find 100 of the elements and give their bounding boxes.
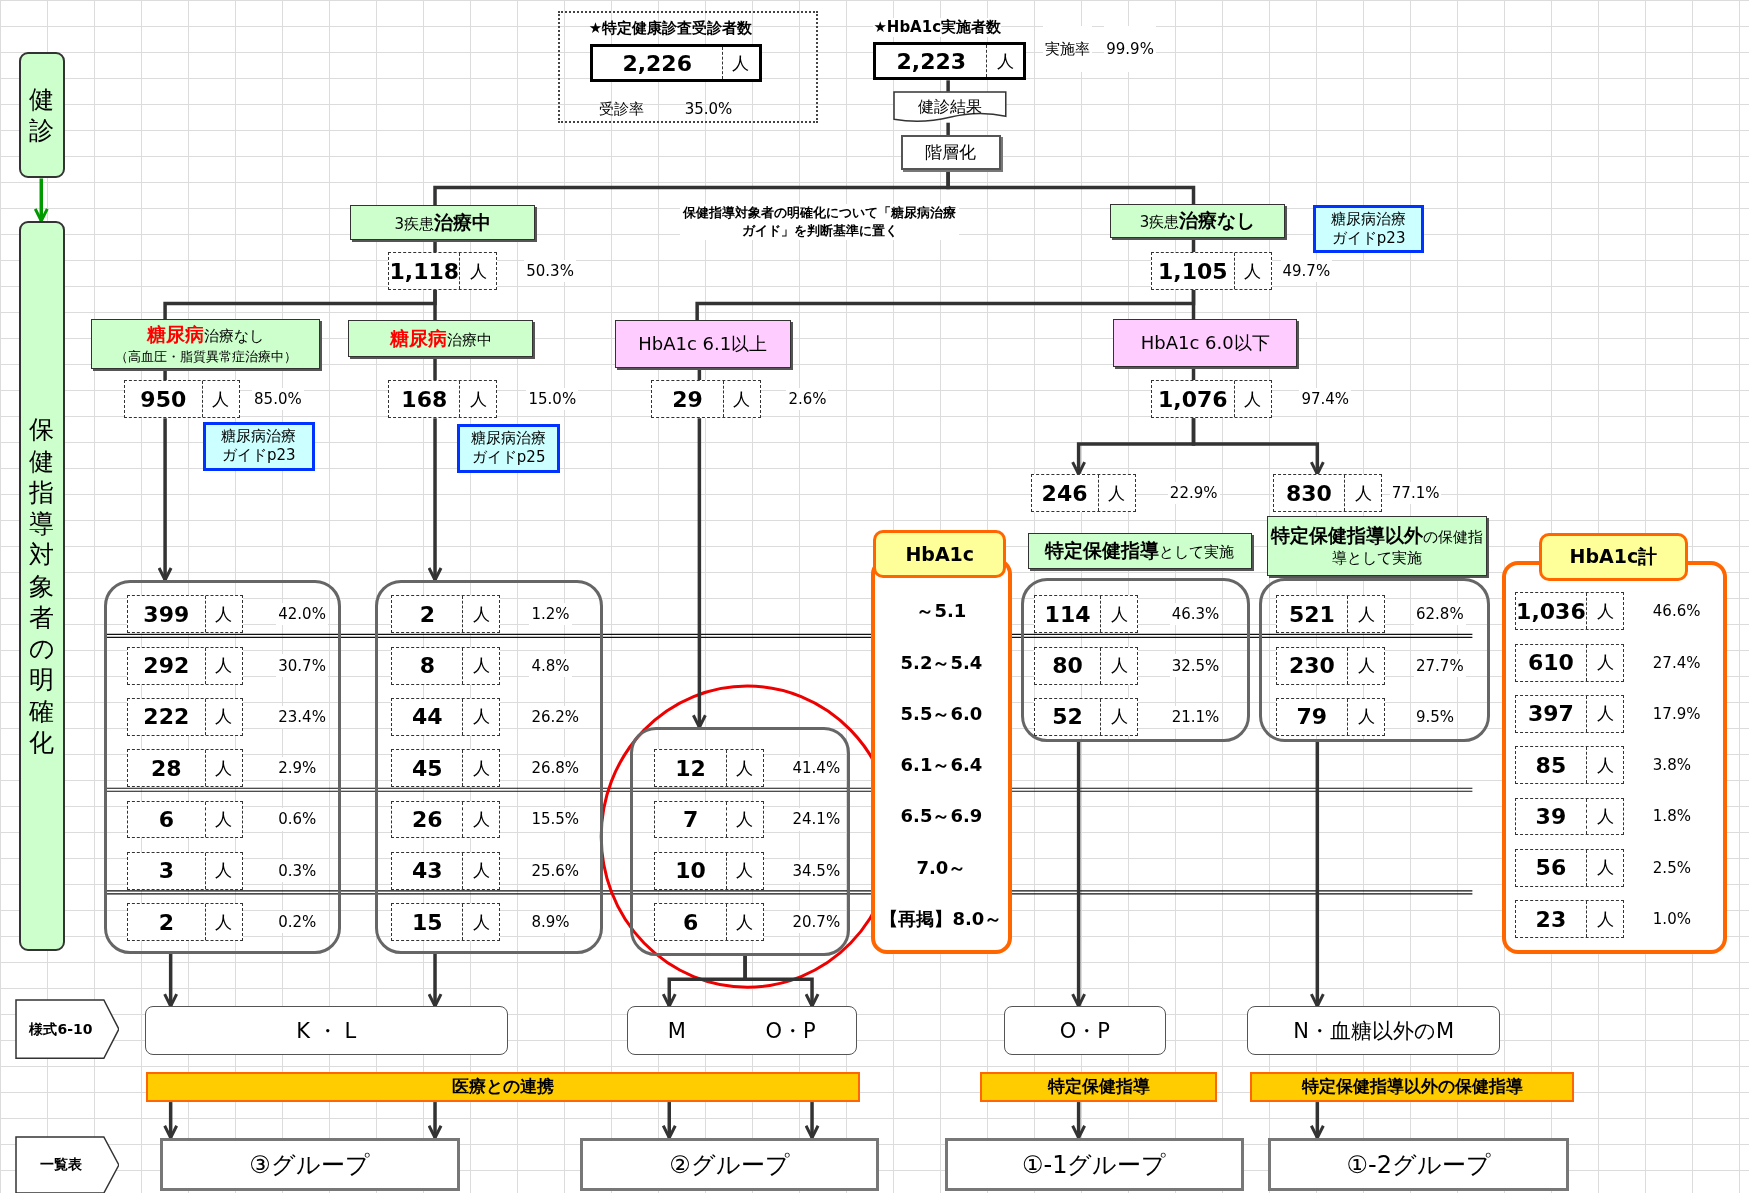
arrow	[427, 953, 443, 1008]
count-box	[391, 749, 501, 788]
count-value: 610	[1526, 649, 1575, 678]
percentage-label: 0.3%	[276, 859, 319, 882]
count-value: 8	[418, 652, 436, 681]
box-label: 特定保健指導以外の保健指導	[1301, 1075, 1523, 1099]
document-shape	[893, 91, 1008, 123]
group-box	[1268, 1137, 1570, 1192]
box-label: M	[667, 1018, 686, 1043]
unit-label: 人	[462, 647, 500, 684]
count-value: 39	[1534, 802, 1568, 831]
category-box	[1109, 204, 1285, 238]
category-box	[350, 205, 536, 240]
count-box	[1275, 646, 1385, 685]
unit-label: 人	[1347, 647, 1384, 684]
count-value: 26	[411, 805, 444, 834]
connector-line	[1191, 290, 1196, 319]
arrow	[1191, 418, 1325, 476]
count-box	[1514, 746, 1625, 785]
count-value: 15	[411, 908, 444, 937]
count-box	[123, 380, 240, 419]
percentage-label: 97.4%	[1299, 388, 1352, 411]
arrow	[1309, 1102, 1325, 1140]
count-box	[1275, 595, 1385, 634]
hba1c-range-label: 6.5～6.9	[899, 804, 984, 829]
box-label: ①-2グループ	[1346, 1149, 1492, 1181]
box-label: 様式6-10	[29, 1020, 93, 1039]
arrow	[427, 1102, 443, 1140]
dashed-frame	[557, 11, 818, 123]
arrow	[163, 953, 179, 1008]
count-box	[1033, 646, 1139, 685]
percentage-label: 41.4%	[790, 757, 843, 780]
count-value: 230	[1287, 652, 1336, 681]
count-value: 292	[142, 652, 191, 681]
unit-label: 人	[1233, 381, 1271, 418]
connector-line	[946, 80, 950, 92]
count-box	[1033, 595, 1139, 634]
connector-line	[433, 356, 437, 381]
unit-label: 人	[1097, 475, 1135, 511]
hba1c-range-label: ～5.1	[915, 599, 968, 624]
percentage-label: 20.7%	[790, 910, 843, 934]
reference-note-box	[457, 423, 560, 473]
reference-note-box	[1312, 205, 1425, 254]
count-value: 44	[411, 703, 444, 732]
count-value: 114	[1043, 600, 1092, 629]
connector-line	[433, 290, 437, 321]
count-box	[1151, 252, 1272, 290]
hba1c-range-label: 7.0～	[915, 855, 968, 880]
count-value: 222	[142, 703, 191, 732]
rounded-group-frame	[103, 580, 342, 954]
hba1c-range-label: 5.2～5.4	[899, 650, 984, 675]
form-category-box	[1003, 1006, 1166, 1056]
count-value: 950	[139, 385, 188, 414]
form-category-box	[626, 1006, 857, 1056]
box-label: 特定保健指導	[1047, 1075, 1150, 1099]
count-value: 52	[1051, 703, 1084, 732]
connector-line	[946, 169, 1196, 205]
percentage-label: 実施率	[1042, 25, 1092, 73]
count-value: 399	[142, 600, 191, 629]
count-heading: ★特定健康診査受診者数	[588, 18, 753, 38]
unit-label: 人	[462, 904, 500, 941]
percentage-label: 26.2%	[529, 705, 582, 728]
count-heading: ★HbA1c実施者数	[873, 17, 1002, 37]
unit-label: 人	[462, 596, 500, 633]
count-value: 10	[674, 857, 707, 886]
unit-label: 人	[204, 801, 242, 838]
count-box	[1151, 380, 1272, 419]
count-box	[391, 800, 501, 839]
box-label: HbA1c 6.0以下	[1140, 330, 1270, 355]
group-box	[944, 1137, 1244, 1192]
count-box	[1033, 697, 1139, 736]
arrow	[1071, 1102, 1087, 1140]
category-box	[1267, 516, 1487, 576]
percentage-label: 24.1%	[790, 808, 843, 831]
box-label: 糖尿病治療ガイドp25	[470, 428, 548, 468]
unit-label: 人	[725, 904, 763, 941]
box-label: O・P	[1059, 1017, 1110, 1045]
unit-label: 人	[462, 750, 500, 787]
hba1c-range-label: 【再掲】8.0～	[879, 907, 1004, 932]
pentagon-tag	[14, 1135, 120, 1193]
connector-line	[163, 369, 167, 381]
unit-label: 人	[1347, 596, 1384, 633]
count-value: 80	[1051, 652, 1084, 681]
count-box	[651, 380, 761, 419]
percentage-label: 30.7%	[276, 654, 328, 677]
count-box	[126, 800, 243, 839]
count-box	[1030, 474, 1136, 512]
hba1c-range-label: 5.5～6.0	[899, 701, 984, 726]
box-label: ③グループ	[249, 1149, 370, 1181]
count-box	[1514, 900, 1625, 939]
box-label: 3疾患治療中	[394, 209, 492, 235]
unit-label: 人	[204, 647, 242, 684]
percentage-label: 0.2%	[276, 910, 319, 934]
count-value: 1,105	[1157, 257, 1229, 286]
count-value: 830	[1284, 479, 1333, 508]
box-label: HbA1c 6.1以上	[638, 332, 768, 357]
arrow	[163, 1102, 179, 1140]
box-label: （高血圧・脂質異常症治療中）	[114, 348, 297, 367]
unit-label: 人	[1586, 849, 1624, 886]
box-label: 糖尿病治療ガイドp23	[1330, 209, 1408, 249]
